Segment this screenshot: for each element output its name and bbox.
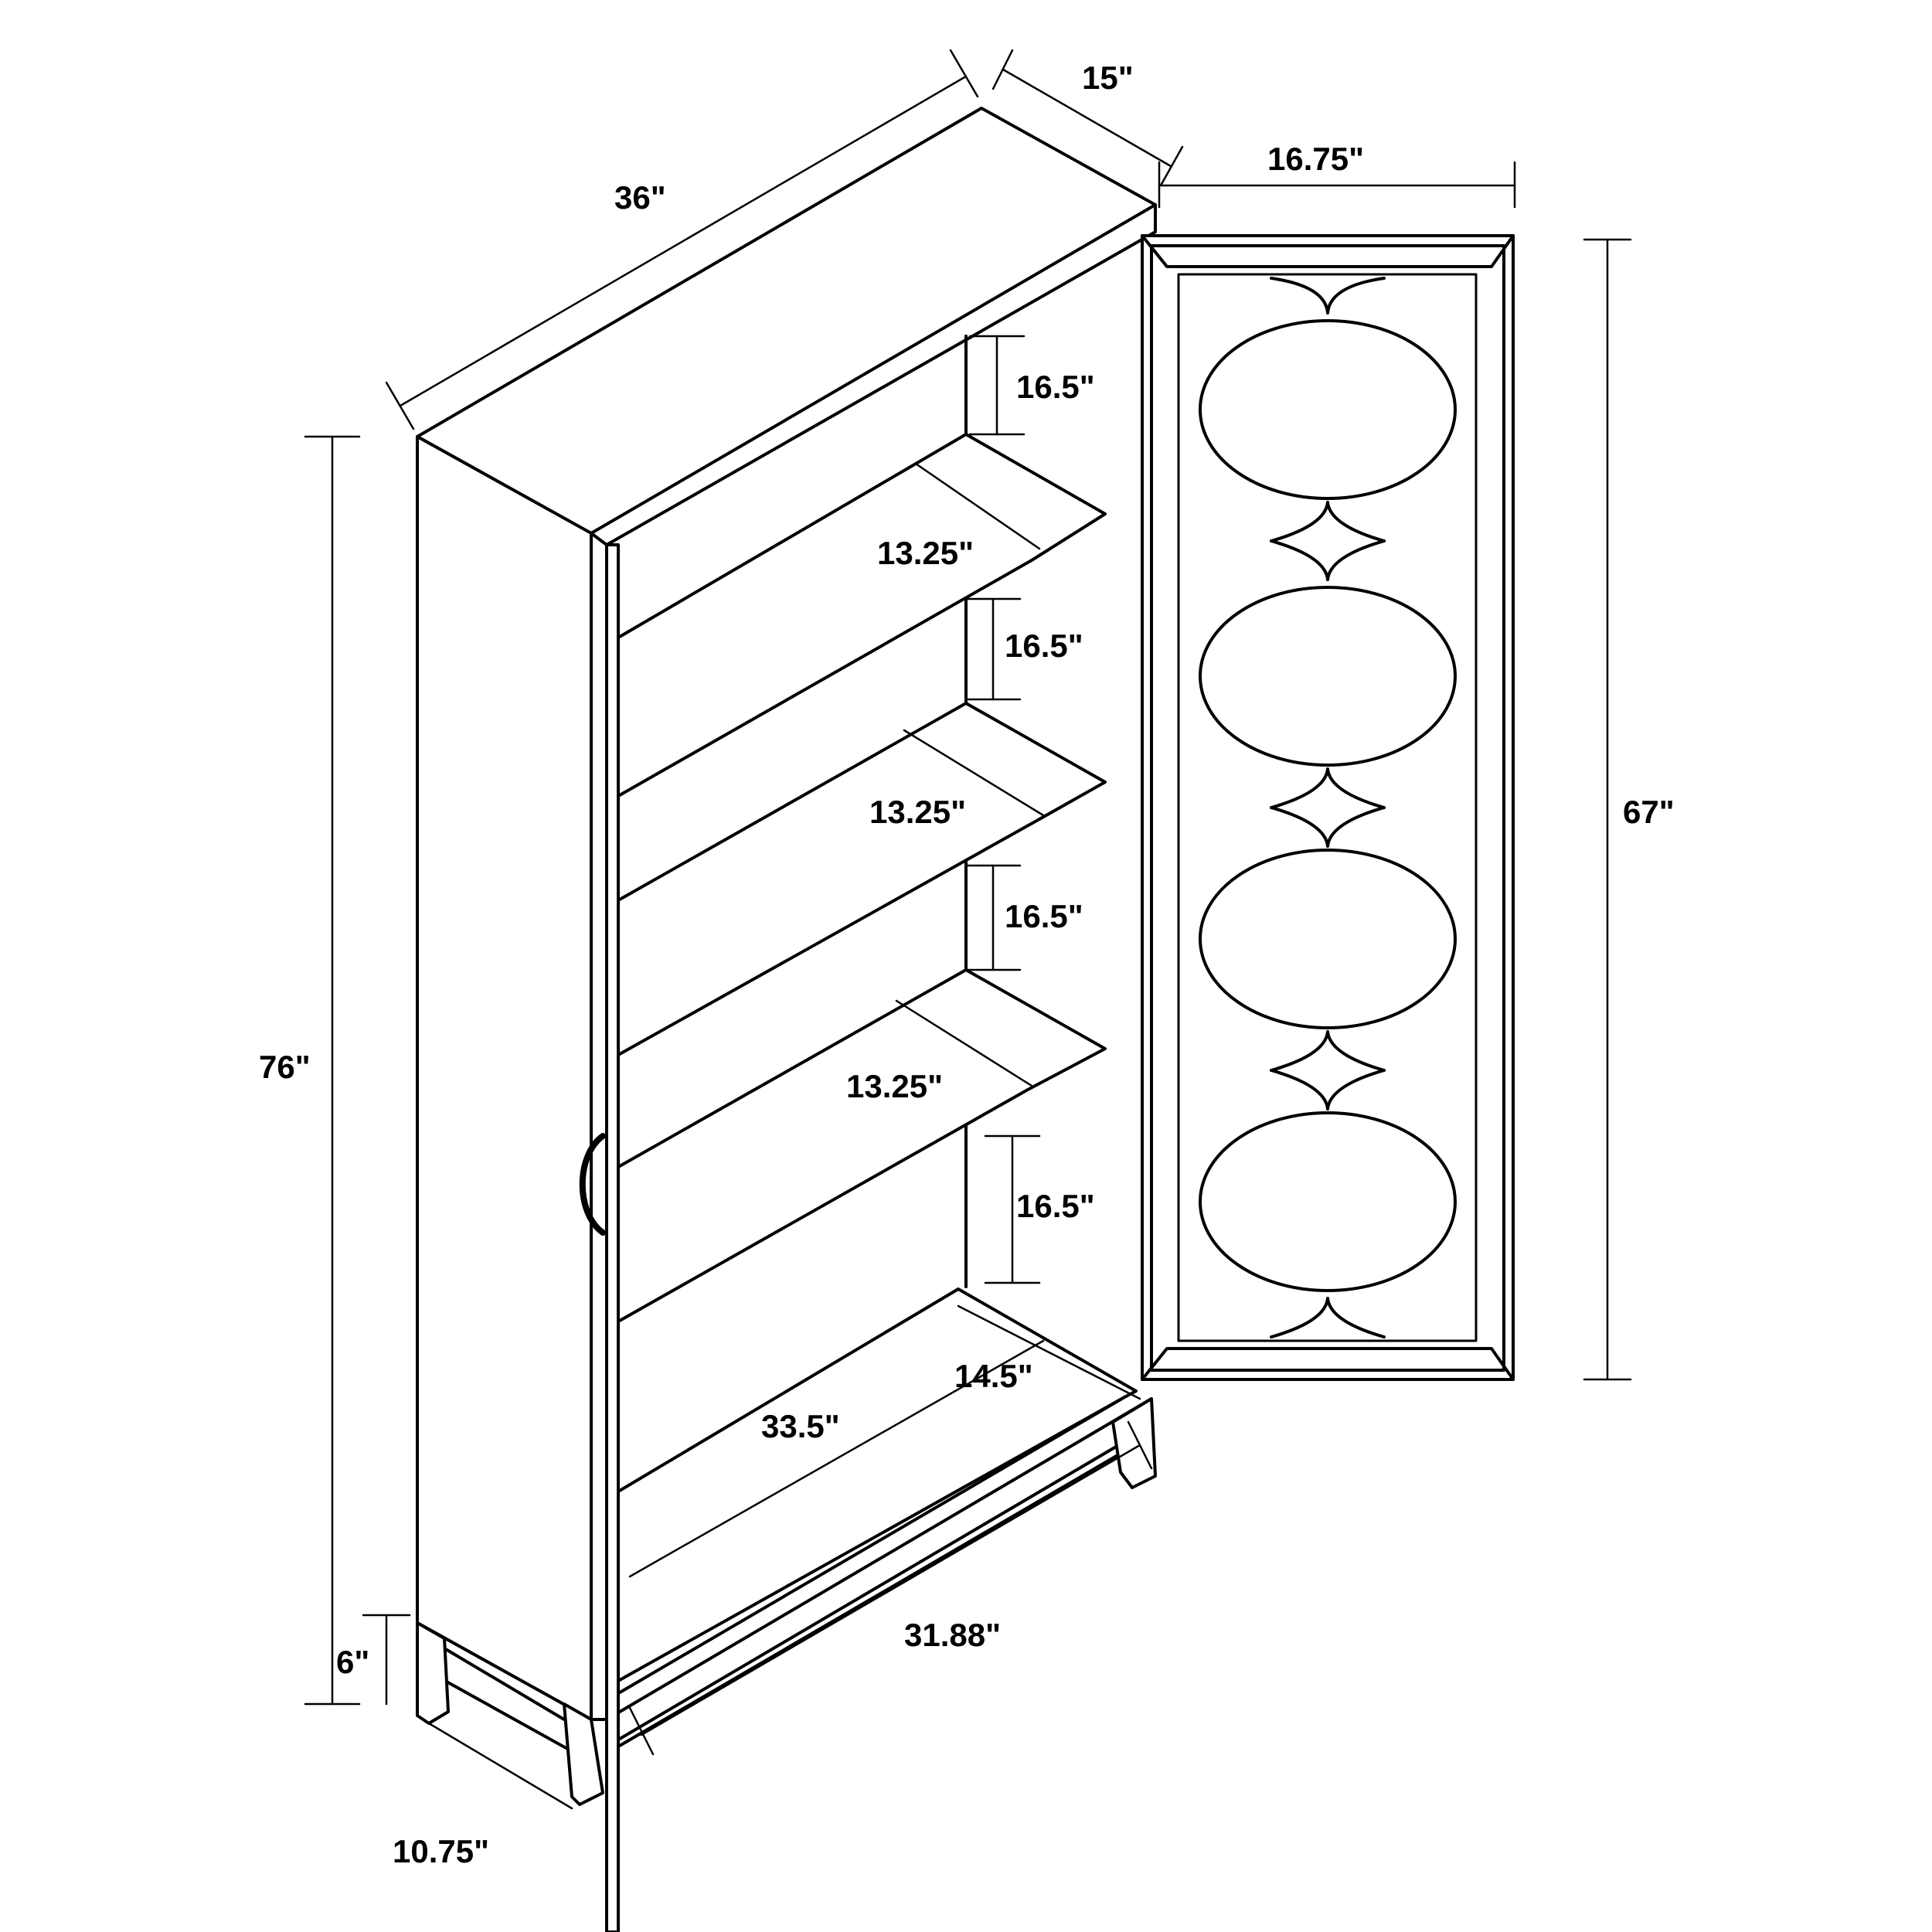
- label-overall-height: 76": [259, 1049, 311, 1085]
- label-shelf-depth-3: 13.25": [846, 1068, 943, 1104]
- dimension-labels: 36" 15" 16.75" 16.5" 13.25" 16.5" 13.25"…: [259, 60, 1675, 1869]
- cabinet-base: [416, 543, 1157, 1932]
- shelves: [617, 433, 1138, 1682]
- label-cabinet-width: 36": [614, 179, 666, 216]
- door-ornament: [1199, 277, 1457, 1338]
- label-shelf-spacing-3: 16.5": [1005, 898, 1083, 934]
- label-leg-depth: 10.75": [393, 1833, 489, 1869]
- label-shelf-depth-1: 13.25": [877, 535, 974, 571]
- open-door: [1141, 234, 1515, 1381]
- label-shelf-spacing-1: 16.5": [1016, 369, 1095, 405]
- dimension-lines: [304, 49, 1632, 1810]
- label-shelf-depth-2: 13.25": [869, 794, 966, 830]
- label-shelf-spacing-4: 16.5": [1016, 1188, 1095, 1224]
- label-bottom-depth: 14.5": [954, 1358, 1033, 1394]
- label-base-width: 31.88": [904, 1617, 1001, 1653]
- label-cabinet-depth: 15": [1082, 60, 1134, 96]
- label-door-height: 67": [1623, 794, 1675, 830]
- label-door-width: 16.75": [1267, 141, 1364, 177]
- label-interior-width: 33.5": [761, 1408, 840, 1444]
- label-shelf-spacing-2: 16.5": [1005, 628, 1083, 664]
- label-leg-height: 6": [336, 1644, 369, 1680]
